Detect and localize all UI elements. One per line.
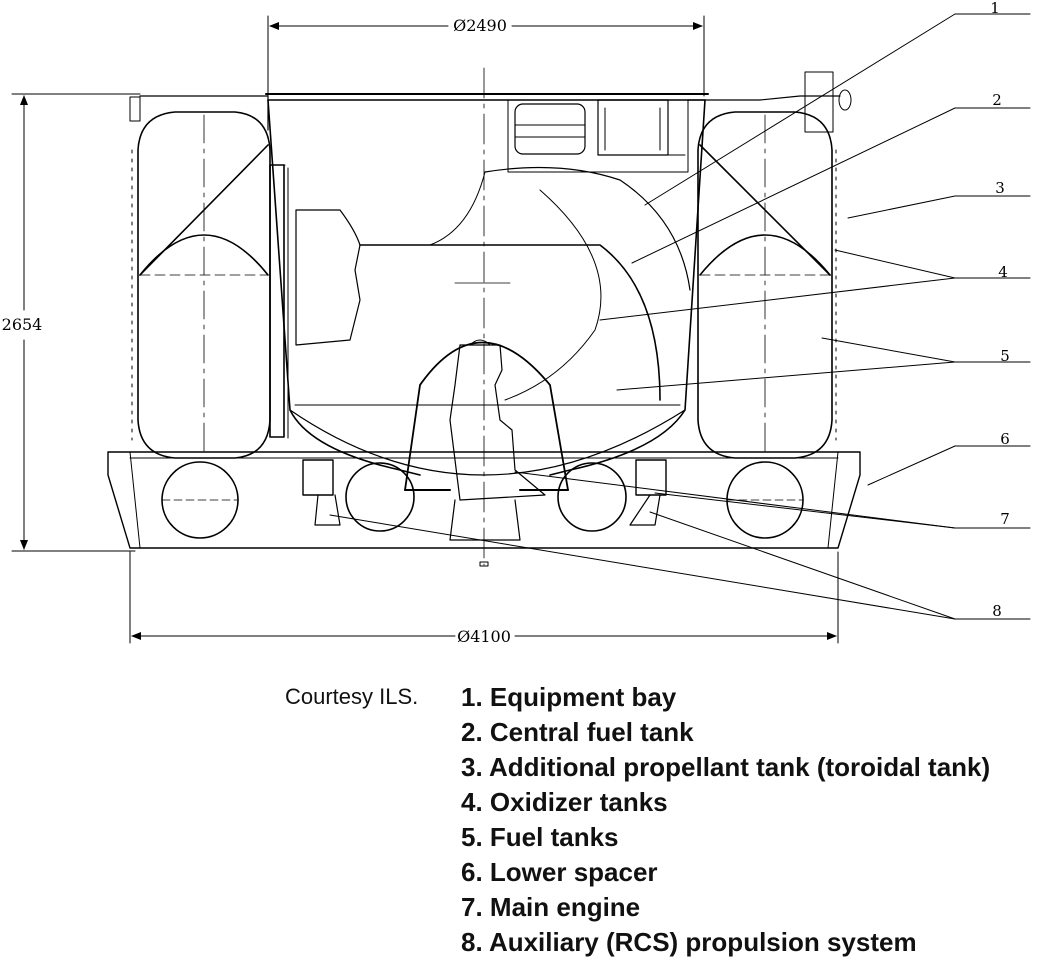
callout-1: 1 <box>990 0 1000 17</box>
callout-8: 8 <box>992 602 1002 620</box>
stage-technical-drawing: Ø2490 2654 Ø4100 <box>2 0 1031 646</box>
equipment-bay <box>129 71 852 173</box>
legend-item: 2. Central fuel tank <box>461 717 694 747</box>
left-side-tank <box>131 111 271 459</box>
top-diameter-label: Ø2490 <box>453 16 507 35</box>
legend-item: 8. Auxiliary (RCS) propulsion system <box>461 927 917 957</box>
height-label: 2654 <box>2 315 43 334</box>
top-diameter-dimension: Ø2490 <box>267 15 705 97</box>
credit-text: Courtesy ILS. <box>285 684 419 709</box>
bottom-diameter-label: Ø4100 <box>457 627 511 646</box>
legend-item: 7. Main engine <box>461 892 641 922</box>
legend-item: 4. Oxidizer tanks <box>461 787 668 817</box>
lower-spacer <box>107 451 861 567</box>
lower-spherical-tanks <box>161 461 804 539</box>
component-legend: 1. Equipment bay 2. Central fuel tank 3.… <box>461 680 990 960</box>
height-dimension: 2654 <box>2 93 141 552</box>
rcs-thrusters <box>302 459 667 526</box>
callout-4: 4 <box>998 263 1008 281</box>
central-fuel-tank <box>265 93 709 476</box>
callout-numbers: 1 2 3 4 5 6 7 8 <box>990 0 1010 620</box>
callout-3: 3 <box>995 179 1005 197</box>
bottom-diameter-dimension: Ø4100 <box>129 551 839 646</box>
callout-5: 5 <box>1000 347 1010 365</box>
legend-item: 5. Fuel tanks <box>461 822 619 852</box>
callout-2: 2 <box>992 91 1002 109</box>
callout-6: 6 <box>1000 430 1010 448</box>
leader-lines <box>329 13 1031 620</box>
legend-item: 3. Additional propellant tank (toroidal … <box>461 752 991 782</box>
right-side-tank <box>697 111 837 459</box>
legend-item: 1. Equipment bay <box>461 682 677 712</box>
main-engine <box>404 339 569 541</box>
callout-7: 7 <box>1000 510 1010 528</box>
legend-item: 6. Lower spacer <box>461 857 658 887</box>
